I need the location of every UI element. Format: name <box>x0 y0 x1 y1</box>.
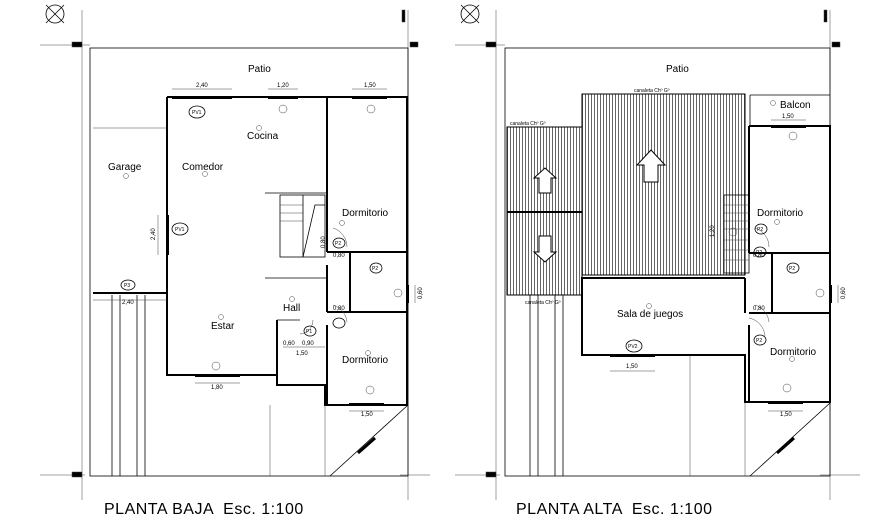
dimension-label: 1,20 <box>710 225 716 237</box>
note-label: canaleta Chº Gº <box>510 121 546 127</box>
dimension-label: 1,50 <box>361 412 373 418</box>
stairs <box>723 194 750 274</box>
note-label: canaleta Chº Gº <box>525 300 561 306</box>
room-label: Estar <box>211 321 235 332</box>
room-label: Comedor <box>182 162 224 173</box>
opening-tag: P2 <box>335 241 341 247</box>
opening-tag: P2 <box>756 250 762 256</box>
room-label: Balcon <box>780 100 811 111</box>
dimension-label: 0,80 <box>333 306 345 312</box>
dimension-label: 0,90 <box>302 341 314 347</box>
dimension-label: 2,40 <box>196 83 208 89</box>
opening-tag: P3 <box>124 283 130 289</box>
room-label: Dormitorio <box>342 355 389 366</box>
north-arrow-icon <box>460 4 480 24</box>
dimension-label: 1,50 <box>626 364 638 370</box>
room-label: Garage <box>108 162 142 173</box>
room-label: Dormitorio <box>342 208 389 219</box>
planta-baja: Patio Garage Comedor Cocina Dormitorio E… <box>40 4 430 518</box>
dimension-label: 2,40 <box>122 300 134 306</box>
house-outer-wall <box>581 125 831 403</box>
room-label: Cocina <box>247 131 279 142</box>
slope-arrow-icon <box>532 149 667 263</box>
opening-tag: PV1 <box>192 110 202 116</box>
dimension-label: 0,80 <box>333 253 345 259</box>
dimension-label: 1,50 <box>782 114 794 120</box>
room-label: Patio <box>248 64 271 75</box>
room-label: Hall <box>283 303 300 314</box>
room-label: Patio <box>666 64 689 75</box>
opening-tag: PV2 <box>628 344 638 350</box>
room-label: Dormitorio <box>770 347 817 358</box>
note-label: canaleta Chº Gº <box>634 88 670 94</box>
roof-hatched <box>581 93 746 276</box>
stairs <box>279 194 326 258</box>
opening-tag: P2 <box>757 227 763 233</box>
dimension-label: 0,60 <box>283 341 295 347</box>
plan-title: PLANTA ALTA Esc. 1:100 <box>516 501 712 518</box>
opening-tag: PV1 <box>175 227 185 233</box>
opening-tag: P2 <box>756 338 762 344</box>
dimension-label: 2,40 <box>151 228 157 240</box>
room-label: Sala de juegos <box>617 309 683 320</box>
dimension-label: 0,80 <box>753 306 765 312</box>
dimension-label: 0,60 <box>418 287 424 299</box>
dimension-label: 0,80 <box>753 253 765 259</box>
room-label: Dormitorio <box>757 208 804 219</box>
opening-tag: P2 <box>789 266 795 272</box>
dimension-label: 0,60 <box>841 287 847 299</box>
dimension-label: 1,80 <box>211 385 223 391</box>
opening-tag: P1 <box>306 329 312 335</box>
dimension-label: 1,20 <box>277 83 289 89</box>
opening-tag: P2 <box>372 266 378 272</box>
dimension-label: 0,80 <box>321 236 327 248</box>
planta-alta: Patio Balcon Dormitorio Sala de juegos D… <box>455 4 860 518</box>
dimension-label: 1,50 <box>296 351 308 357</box>
dimension-label: 1,50 <box>364 83 376 89</box>
north-arrow-icon <box>45 4 65 24</box>
plan-title: PLANTA BAJA Esc. 1:100 <box>104 501 304 518</box>
dimension-label: 1,50 <box>780 412 792 418</box>
